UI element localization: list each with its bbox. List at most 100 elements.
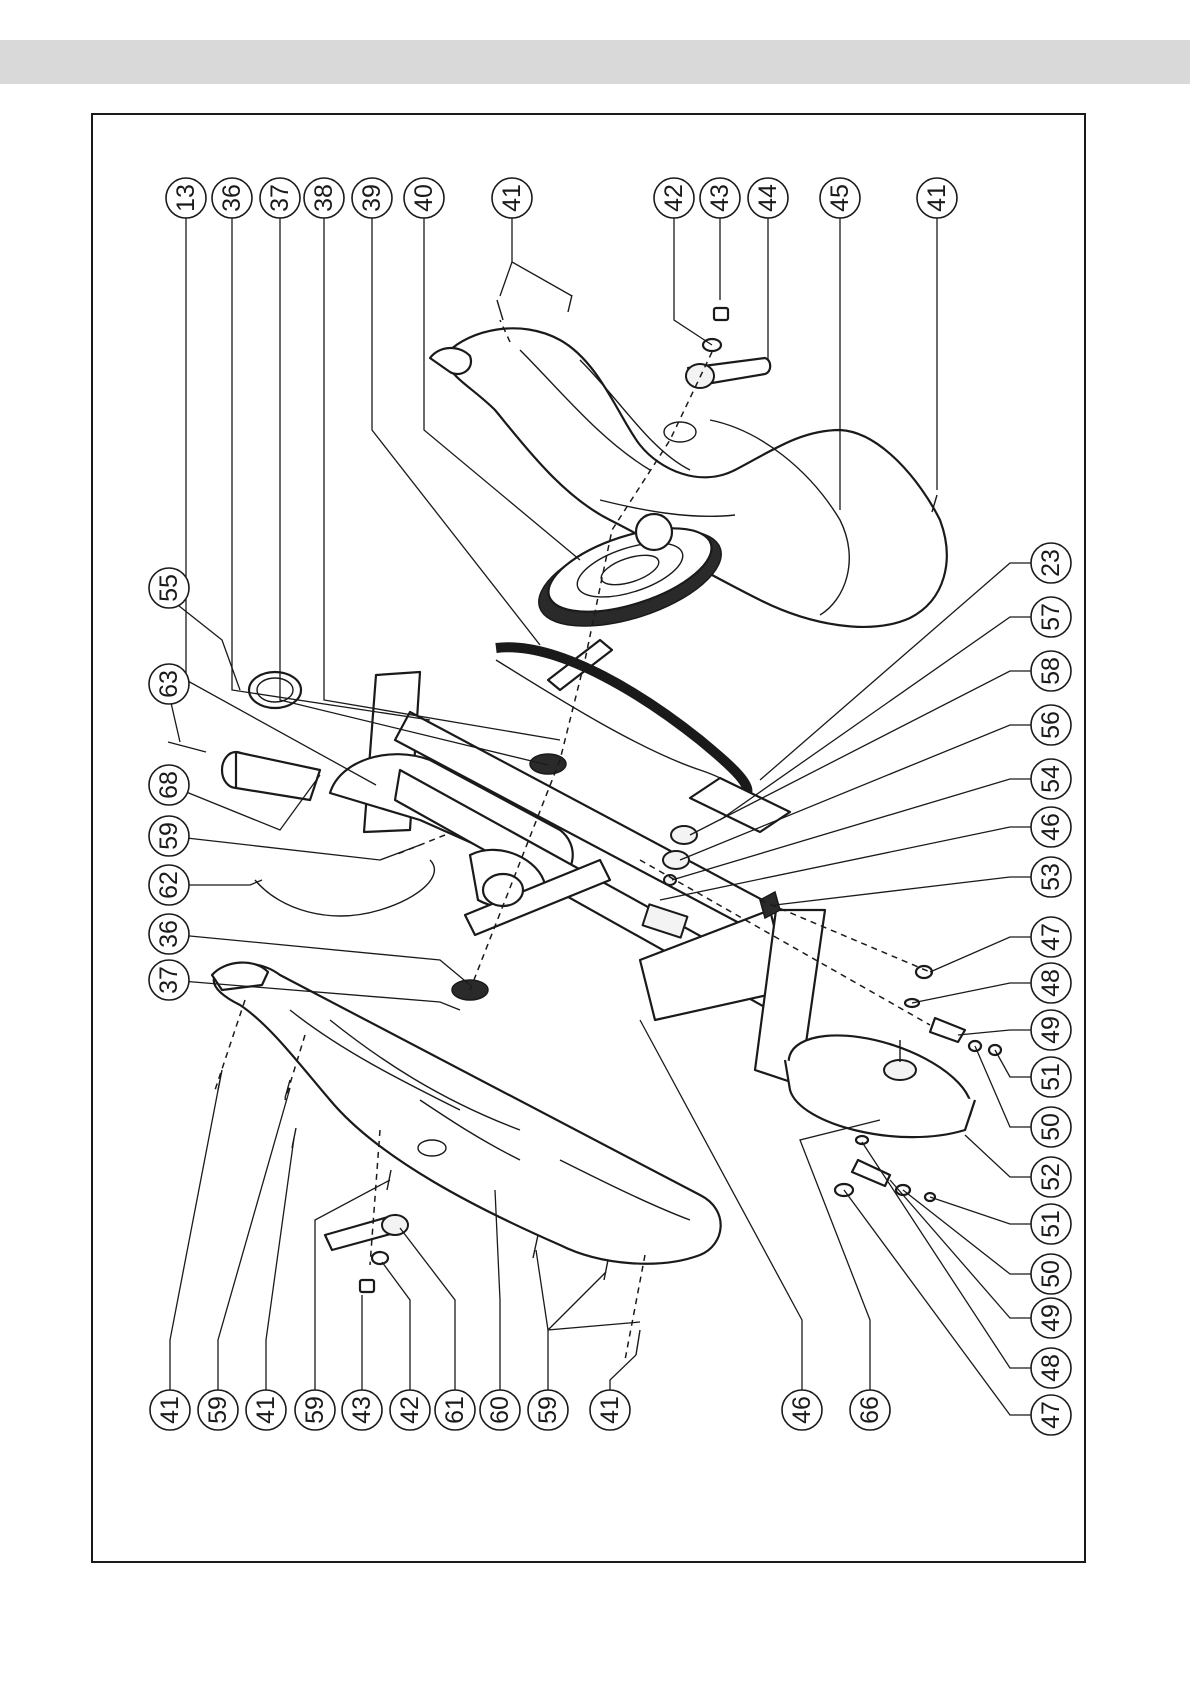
callout-43-bottom: 43: [342, 1390, 382, 1430]
callout-label: 42: [396, 1396, 424, 1424]
callout-label: 47: [1037, 923, 1065, 951]
callout-68: 68: [149, 765, 189, 805]
callout-49-right-top: 49: [1031, 1010, 1071, 1050]
callout-label: 42: [660, 184, 688, 212]
callout-41-top: 41: [492, 178, 532, 218]
callout-label: 56: [1037, 711, 1065, 739]
drive-belt: [496, 647, 747, 798]
callout-label: 66: [856, 1396, 884, 1424]
callout-label: 23: [1037, 549, 1065, 577]
callout-label: 41: [596, 1396, 624, 1424]
callout-label: 51: [1037, 1063, 1065, 1091]
callout-label: 36: [155, 920, 183, 948]
callout-label: 59: [204, 1396, 232, 1424]
callout-62: 62: [149, 865, 189, 905]
callout-41-bottom-3: 41: [590, 1390, 630, 1430]
callout-label: 48: [1037, 1354, 1065, 1382]
callout-label: 13: [172, 184, 200, 212]
callout-46-bottom: 46: [782, 1390, 822, 1430]
callout-label: 41: [156, 1396, 184, 1424]
callout-label: 41: [923, 184, 951, 212]
callout-label: 49: [1037, 1016, 1065, 1044]
callout-47-right-bottom: 47: [1031, 1395, 1071, 1435]
callout-label: 49: [1037, 1304, 1065, 1332]
callout-label: 50: [1037, 1260, 1065, 1288]
callout-label: 41: [498, 184, 526, 212]
left-crank-parts: [835, 1136, 935, 1201]
callouts-right-column: 23 57 58 56 54 46 53 47 48 49 51 50 52 5…: [1031, 543, 1071, 1435]
callout-39: 39: [352, 178, 392, 218]
callout-label: 55: [155, 574, 183, 602]
callout-59-bottom-3: 59: [528, 1390, 568, 1430]
callout-label: 43: [348, 1396, 376, 1424]
callout-label: 63: [155, 670, 183, 698]
callouts-upper-left: 55 63 68 59 62 36 37: [149, 568, 189, 1000]
callout-60: 60: [480, 1390, 520, 1430]
callout-label: 60: [486, 1396, 514, 1424]
callout-13: 13: [166, 178, 206, 218]
callout-38: 38: [304, 178, 344, 218]
callout-46-right: 46: [1031, 807, 1071, 847]
callout-36: 36: [212, 178, 252, 218]
callout-label: 37: [155, 966, 183, 994]
callout-50-right-bottom: 50: [1031, 1254, 1071, 1294]
callout-66: 66: [850, 1390, 890, 1430]
callout-54: 54: [1031, 759, 1071, 799]
callout-label: 50: [1037, 1113, 1065, 1141]
callout-label: 61: [441, 1396, 469, 1424]
callout-42-top: 42: [654, 178, 694, 218]
callout-50-right-top: 50: [1031, 1107, 1071, 1147]
callout-51-right-top: 51: [1031, 1057, 1071, 1097]
callout-53: 53: [1031, 857, 1071, 897]
callout-51-right-bottom: 51: [1031, 1204, 1071, 1244]
callout-41-top-right: 41: [917, 178, 957, 218]
callouts-top-row: 13 36 37 38 39 40 41 42 43 44 45 41: [166, 178, 957, 218]
top-handle-lever: [686, 308, 770, 388]
callout-41-bottom-1: 41: [150, 1390, 190, 1430]
callout-43-top: 43: [700, 178, 740, 218]
callout-52: 52: [1031, 1157, 1071, 1197]
callout-48-right-top: 48: [1031, 963, 1071, 1003]
callout-42-bottom: 42: [390, 1390, 430, 1430]
right-crank-parts: [905, 966, 1001, 1055]
parts-artwork: [168, 295, 1001, 1360]
callout-label: 62: [155, 871, 183, 899]
callout-label: 43: [706, 184, 734, 212]
callout-49-right-bottom: 49: [1031, 1298, 1071, 1338]
callouts-bottom-row: 41 59 41 59 43 42 61 60 59 41 46 66: [150, 1390, 890, 1430]
callout-55: 55: [149, 568, 189, 608]
callout-37-upper: 37: [149, 960, 189, 1000]
callout-44: 44: [748, 178, 788, 218]
callout-56: 56: [1031, 705, 1071, 745]
callout-36-upper: 36: [149, 914, 189, 954]
callout-63: 63: [149, 664, 189, 704]
callout-40: 40: [404, 178, 444, 218]
callout-label: 41: [252, 1396, 280, 1424]
callout-59-bottom-1: 59: [198, 1390, 238, 1430]
callout-label: 39: [358, 184, 386, 212]
callout-48-right-bottom: 48: [1031, 1348, 1071, 1388]
callout-label: 44: [754, 184, 782, 212]
callout-45: 45: [820, 178, 860, 218]
callout-label: 46: [788, 1396, 816, 1424]
callout-label: 40: [410, 184, 438, 212]
callout-label: 47: [1037, 1401, 1065, 1429]
callout-label: 57: [1037, 603, 1065, 631]
callout-58: 58: [1031, 651, 1071, 691]
callout-57: 57: [1031, 597, 1071, 637]
callout-37: 37: [260, 178, 300, 218]
callout-label: 59: [301, 1396, 329, 1424]
callout-label: 46: [1037, 813, 1065, 841]
callout-label: 45: [826, 184, 854, 212]
callout-label: 59: [155, 822, 183, 850]
callout-label: 58: [1037, 657, 1065, 685]
callout-label: 36: [218, 184, 246, 212]
callout-label: 59: [534, 1396, 562, 1424]
callout-label: 48: [1037, 969, 1065, 997]
callout-label: 52: [1037, 1163, 1065, 1191]
callout-61: 61: [435, 1390, 475, 1430]
callout-47-right-top: 47: [1031, 917, 1071, 957]
main-frame: [330, 672, 825, 1085]
callout-label: 54: [1037, 765, 1065, 793]
